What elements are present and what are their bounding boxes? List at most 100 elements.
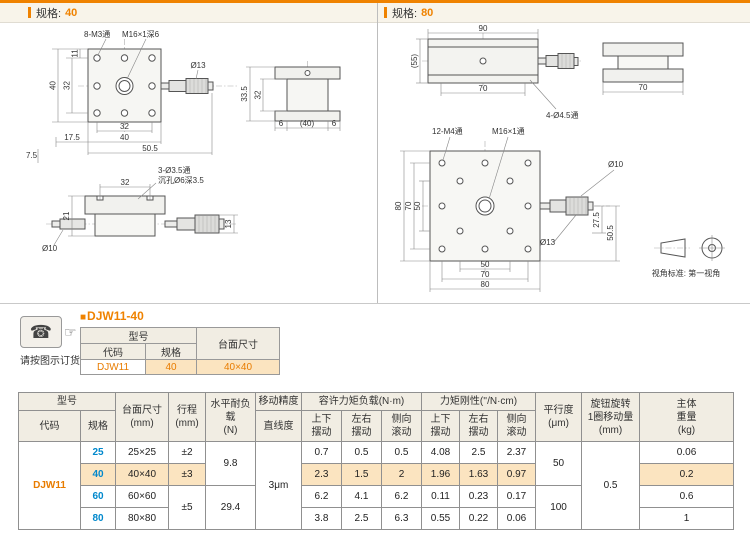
dim-label: 50 <box>413 201 422 210</box>
dim-label: 21 <box>62 211 71 220</box>
cell-spec-40: 40 <box>80 463 116 486</box>
dim-label: 13 <box>224 219 233 228</box>
cell-travel-25: ±2 <box>168 441 206 464</box>
cell-load-60-80: 29.4 <box>205 485 256 530</box>
dim-label: 6 <box>332 119 337 128</box>
dim-label: 32 <box>120 122 129 131</box>
drawing-panel-40: 规格: 40 <box>0 3 378 303</box>
header-rigidity: 力矩刚性(''/N·cm) <box>420 392 537 411</box>
spec-row-80: 80 80×80 3.8 2.5 6.3 0.55 0.22 0.06 1 <box>19 507 735 530</box>
header-pitch: 上下 摆动 <box>421 410 460 442</box>
header-pitch: 上下 摆动 <box>301 410 342 442</box>
dim-label: Ø13 <box>190 61 206 70</box>
front-view-80 <box>427 38 579 84</box>
dim-label: 4-Ø4.5通 <box>546 110 578 120</box>
mini-spec-value: 40 <box>145 359 197 375</box>
pointing-hand-icon: ☞ <box>64 324 77 340</box>
top-view-40 <box>87 48 214 123</box>
cell-roll-60: 6.2 <box>381 485 422 508</box>
cell-spec-80: 80 <box>80 507 116 530</box>
mini-header-code: 代码 <box>80 343 146 360</box>
cell-rigidity-pitch-25: 4.08 <box>421 441 460 464</box>
side-profile-80 <box>602 42 684 83</box>
cell-pitch-25: 0.7 <box>301 441 342 464</box>
cell-weight-80: 1 <box>639 507 735 530</box>
header-load: 水平耐负载 (N) <box>205 392 256 442</box>
cell-parallelism-25-40: 50 <box>535 441 583 486</box>
accent-bar <box>28 7 31 18</box>
dim-label: M16×1通 <box>492 126 525 136</box>
spec-table: 型号 台面尺寸 (mm) 行程 (mm) 水平耐负载 (N) 移动精度 容许力矩… <box>18 392 735 530</box>
header-torque-load: 容许力矩负载(N·m) <box>301 392 422 411</box>
bullet-icon: ■ <box>80 312 87 323</box>
dim-label: 6 <box>279 119 284 128</box>
dim-label: 70 <box>639 83 648 92</box>
dim-label: 70 <box>481 270 490 279</box>
cell-pitch-80: 3.8 <box>301 507 342 530</box>
dim-label: 32 <box>63 81 72 90</box>
cell-roll-80: 6.3 <box>381 507 422 530</box>
header-straightness: 直线度 <box>255 410 302 442</box>
cell-size-40: 40×40 <box>115 463 169 486</box>
header-knob-movement: 旋钮旋转 1圈移动量 (mm) <box>581 392 641 442</box>
phone-icon: ☎ <box>20 316 62 348</box>
cell-size-25: 25×25 <box>115 441 169 464</box>
cell-parallelism-60-80: 100 <box>535 485 583 530</box>
order-mini-table: 型号 台面尺寸 代码 规格 DJW11 40 40×40 <box>80 327 280 375</box>
cell-rigidity-yaw-80: 0.22 <box>459 507 498 530</box>
spec-table-section: 型号 台面尺寸 (mm) 行程 (mm) 水平耐负载 (N) 移动精度 容许力矩… <box>0 390 750 530</box>
cell-travel-60-80: ±5 <box>168 485 206 530</box>
header-model: 型号 <box>18 392 116 411</box>
cell-code: DJW11 <box>18 441 81 530</box>
header-code: 代码 <box>18 410 81 442</box>
order-model-title: ■DJW11-40 <box>80 309 144 323</box>
mini-code-value: DJW11 <box>80 359 146 375</box>
cell-pitch-60: 6.2 <box>301 485 342 508</box>
header-travel: 行程 (mm) <box>168 392 206 442</box>
engineering-drawing-40: 8-M3通 M16×1深6 11 32 40 32 17.5 40 50.5 Ø… <box>26 29 341 253</box>
header-yaw: 左右 摆动 <box>341 410 382 442</box>
cell-yaw-60: 4.1 <box>341 485 382 508</box>
cell-travel-40: ±3 <box>168 463 206 486</box>
cell-size-60: 60×60 <box>115 485 169 508</box>
accent-top-bar <box>0 0 750 3</box>
order-section: ☎ ☞ 请按图示订货 ■DJW11-40 型号 台面尺寸 代码 规格 DJW11… <box>0 304 750 390</box>
dim-label: 40 <box>49 81 58 90</box>
dimension-labels: 8-M3通 M16×1深6 11 32 40 32 17.5 40 50.5 Ø… <box>26 29 337 253</box>
cell-rigidity-roll-80: 0.06 <box>496 507 537 530</box>
cell-weight-60: 0.6 <box>639 485 735 508</box>
dimension-lines <box>37 38 341 246</box>
cell-rigidity-pitch-40: 1.96 <box>421 463 460 486</box>
dim-label: 50 <box>481 260 490 269</box>
dim-label: (40) <box>300 119 315 128</box>
dim-label: 12-M4通 <box>432 126 463 136</box>
dim-label: 17.5 <box>64 133 80 142</box>
cell-yaw-40: 1.5 <box>341 463 382 486</box>
cell-knob-movement: 0.5 <box>581 441 641 530</box>
spec-row-60: 60 60×60 ±5 29.4 6.2 4.1 6.2 0.11 0.23 0… <box>19 485 735 530</box>
cell-roll-25: 0.5 <box>381 441 422 464</box>
header-spec: 规格 <box>80 410 116 442</box>
cell-yaw-80: 2.5 <box>341 507 382 530</box>
header-roll: 侧向 滚动 <box>381 410 422 442</box>
accent-bar <box>384 7 387 18</box>
dim-label: 32 <box>121 178 130 187</box>
dim-label: 33.5 <box>240 86 249 102</box>
section-view-40 <box>51 195 225 237</box>
spec-value-40: 40 <box>65 6 78 19</box>
dim-label: 32 <box>254 90 263 99</box>
spec-row-25: DJW11 25 25×25 ±2 9.8 3μm 0.7 0.5 0.5 4.… <box>18 441 735 530</box>
drawing-panel-80: 规格: 80 <box>378 3 750 303</box>
header-row-1: 型号 台面尺寸 (mm) 行程 (mm) 水平耐负载 (N) 移动精度 容许力矩… <box>18 392 735 442</box>
cell-yaw-25: 0.5 <box>341 441 382 464</box>
cell-spec-60: 60 <box>80 485 116 508</box>
top-view-80 <box>429 150 594 262</box>
cell-weight-25: 0.06 <box>639 441 735 464</box>
dim-label: 8-M3通 <box>84 29 110 39</box>
dim-label: 7.5 <box>26 151 38 160</box>
dim-label: 70 <box>404 201 413 210</box>
spec-80-header: 规格: 80 <box>378 3 750 23</box>
cell-rigidity-roll-40: 0.97 <box>496 463 537 486</box>
spec-label: 规格: <box>392 7 418 20</box>
header-row-2: 代码 规格 直线度 上下 摆动 左右 摆动 侧向 滚动 上下 摆动 左右 摆动 … <box>18 410 734 442</box>
